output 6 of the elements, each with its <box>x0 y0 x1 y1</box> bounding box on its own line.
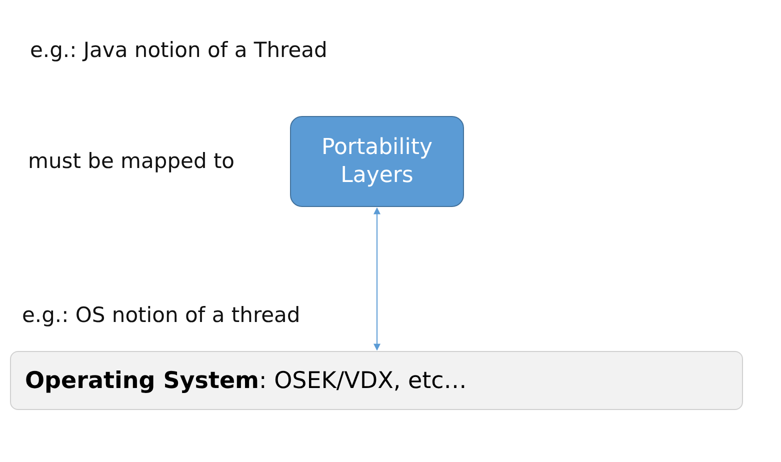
platform-bar: Operating System: OSEK/VDX, etc… <box>10 351 743 410</box>
note-text: e.g.: Java notion of a Thread <box>30 38 328 62</box>
double-arrow <box>374 207 380 351</box>
note-text: must be mapped to <box>28 149 235 173</box>
note-text: e.g.: OS notion of a thread <box>22 303 300 327</box>
process-box: Portability Layers <box>290 116 464 207</box>
